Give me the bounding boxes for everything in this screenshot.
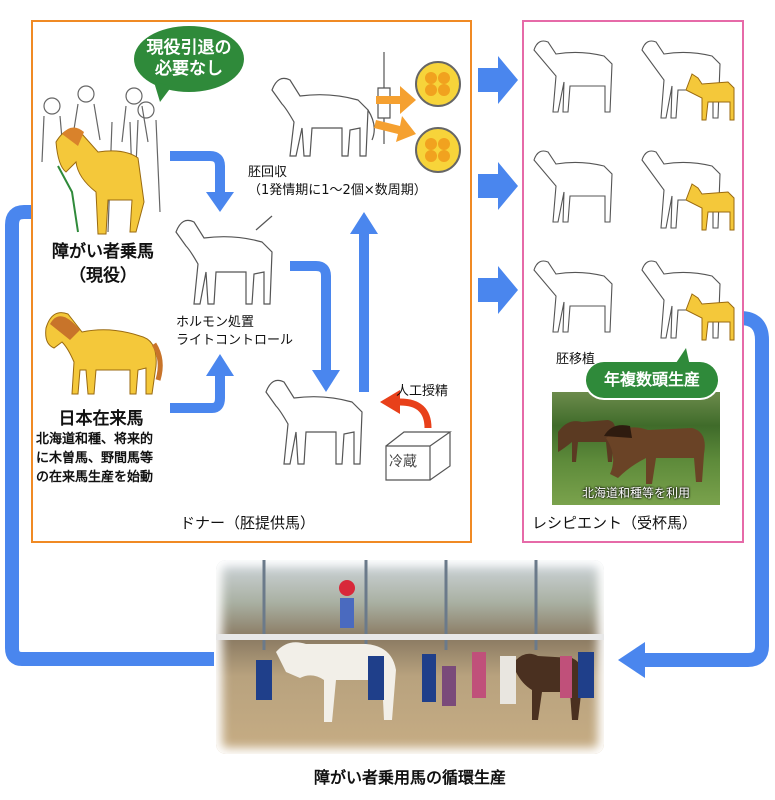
transfer-arrow-3 <box>478 266 518 314</box>
hormone-line1: ホルモン処置 <box>176 315 255 330</box>
native-horse-illustration <box>45 312 163 395</box>
orange-arrows <box>374 86 416 142</box>
embryo-dish-bottom-icon <box>415 127 461 173</box>
native-horse-desc1: 北海道和種、将来的 <box>36 432 154 447</box>
native-horse-desc: 北海道和種、将来的 に木曽馬、野間馬等 の在来馬生産を始動 <box>36 430 153 487</box>
native-horse-title: 日本在来馬 <box>58 409 144 429</box>
arrow-riding-to-hormone <box>170 151 225 196</box>
cycle-arrow-left <box>4 205 214 666</box>
brown-pony <box>516 653 583 720</box>
riding-horse-line2: （現役） <box>69 266 137 286</box>
recipient-photo: 北海道和種等を利用 <box>552 392 720 505</box>
native-horse-desc3: の在来馬生産を始動 <box>36 470 154 485</box>
embryo-collection-line1: 胚回収 <box>248 165 288 180</box>
orange-arrow-bottom <box>374 116 416 142</box>
multiple-births-text: 年複数頭生産 <box>603 370 700 389</box>
transfer-arrow-2 <box>478 162 518 210</box>
riding-activity-photo <box>216 560 604 754</box>
embryo-collection-line2: （1発情期に1〜2個×数周期） <box>248 183 427 198</box>
cycle-caption: 障がい者乗用馬の循環生産 <box>313 768 506 787</box>
arrow-native-to-hormone <box>170 372 225 413</box>
ai-arrow <box>399 398 432 429</box>
foal-1 <box>685 73 735 121</box>
riding-horse-label: 障がい者乗馬 （現役） <box>38 240 168 288</box>
riding-activity-scene <box>216 560 604 722</box>
no-retirement-line2: 必要なし <box>155 59 223 79</box>
transfer-arrow-1 <box>478 56 518 104</box>
no-retirement-bubble: 現役引退の 必要なし <box>134 26 244 92</box>
recipient-photo-caption: 北海道和種等を利用 <box>581 486 690 500</box>
hormone-line2: ライトコントロール <box>176 333 294 348</box>
donor-horse-sketch-bottom <box>265 379 363 465</box>
embryo-dish-top-icon <box>415 61 461 107</box>
arrow-hormone-to-ai <box>290 261 331 374</box>
foal-3 <box>685 293 735 341</box>
white-horse <box>276 642 396 722</box>
recipient-row-3 <box>533 260 735 341</box>
no-retirement-line1: 現役引退の <box>146 38 232 58</box>
donor-horse-sketch-top <box>271 77 375 157</box>
native-horse-desc2: に木曽馬、野間馬等 <box>36 451 154 466</box>
orange-arrow-top <box>376 86 416 114</box>
fridge-icon <box>385 431 452 481</box>
donor-horse-sketch-middle <box>175 215 273 305</box>
recipient-row-1 <box>533 40 735 121</box>
foal-2 <box>685 183 735 231</box>
pasture-horses <box>558 420 705 484</box>
embryo-collection-label: 胚回収 （1発情期に1〜2個×数周期） <box>248 164 427 200</box>
multiple-births-bubble-tail <box>674 348 690 366</box>
donor-caption: ドナー（胚提供馬） <box>180 514 316 532</box>
fridge-label: 冷蔵 <box>389 454 417 470</box>
recipient-caption: レシピエント（受杯馬） <box>532 514 698 532</box>
ai-label: 人工授精 <box>396 384 449 399</box>
riding-horse-line1: 障がい者乗馬 <box>52 242 154 262</box>
embryo-transfer-label: 胚移植 <box>556 352 596 367</box>
cycle-arrow-right <box>640 311 769 667</box>
riding-horse-illustration <box>41 85 161 235</box>
transfer-arrows <box>478 56 518 314</box>
donor-flow-arrows <box>170 151 432 429</box>
multiple-births-bubble: 年複数頭生産 <box>586 362 718 398</box>
hormone-label: ホルモン処置 ライトコントロール <box>176 314 293 350</box>
cycle-arrow-right-head <box>618 642 645 678</box>
recipient-row-2 <box>533 150 735 231</box>
no-retirement-bubble-tail <box>154 82 172 102</box>
